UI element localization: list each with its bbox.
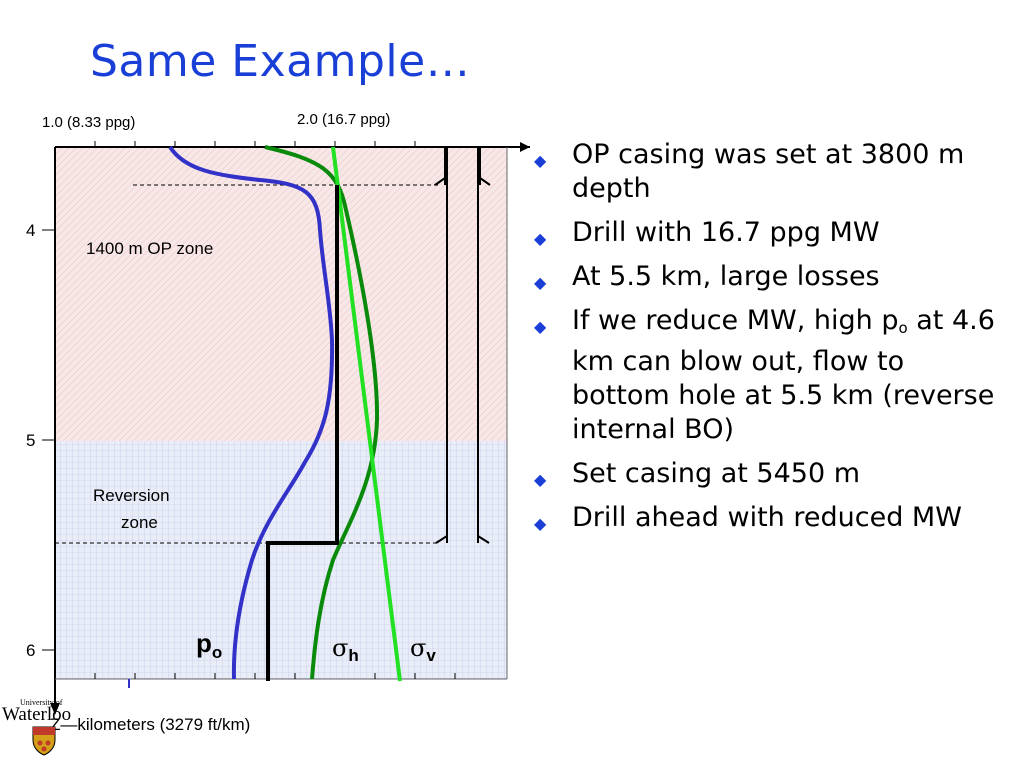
- po-pore-pressure-curve: [168, 145, 335, 680]
- depth-axis-arrow: [50, 703, 60, 715]
- sigma-v-label: σv: [410, 634, 436, 665]
- op-zone-label: 1400 m OP zone: [86, 239, 213, 258]
- bullet-item: ◆If we reduce MW, high po at 4.6 km can …: [534, 305, 995, 445]
- top-tick-label-1: 1.0 (8.33 ppg): [42, 114, 135, 131]
- reversion-zone-label-line1: Reversion: [93, 486, 170, 505]
- diamond-bullet-icon: ◆: [534, 151, 547, 170]
- top-tick-label-2: 2.0 (16.7 ppg): [297, 111, 390, 128]
- depth-tick-label-5: 5: [26, 431, 35, 450]
- bullet-item: ◆At 5.5 km, large losses: [534, 260, 1004, 294]
- top-ticks: [94, 141, 416, 147]
- diamond-bullet-icon: ◆: [534, 470, 547, 489]
- depth-tick-label-6: 6: [26, 641, 35, 660]
- po-label: po: [196, 628, 222, 662]
- pressure-depth-diagram: 1.0 (8.33 ppg) 2.0 (16.7 ppg) 4 5 6 1400…: [26, 111, 530, 734]
- bullet-item: ◆Drill ahead with reduced MW: [534, 501, 1004, 535]
- sigma-h-label: σh: [332, 634, 359, 665]
- crest-icon: [32, 726, 56, 756]
- reversion-zone-label-line2: zone: [121, 513, 158, 532]
- casing-strings: [434, 147, 491, 544]
- depth-tick-label-4: 4: [26, 221, 35, 240]
- logo-name: Waterloo: [2, 704, 72, 725]
- bullet-list: ◆OP casing was set at 3800 m depth ◆Dril…: [534, 138, 1004, 545]
- sigma-v-line: [331, 146, 402, 682]
- diamond-bullet-icon: ◆: [534, 273, 547, 292]
- bullet-item: ◆Drill with 16.7 ppg MW: [534, 216, 1004, 250]
- slide-title: Same Example…: [90, 36, 471, 87]
- diamond-bullet-icon: ◆: [534, 229, 547, 248]
- top-axis-arrow: [520, 142, 530, 152]
- diamond-bullet-icon: ◆: [534, 514, 547, 533]
- diamond-bullet-icon: ◆: [534, 317, 547, 336]
- op-zone-fill: [55, 147, 507, 441]
- mud-weight-profile: [266, 185, 339, 681]
- university-logo: University of Waterloo: [2, 698, 82, 762]
- bullet-item: ◆OP casing was set at 3800 m depth: [534, 139, 965, 204]
- reversion-zone-fill: [55, 441, 507, 679]
- bottom-ticks: [94, 673, 456, 679]
- logo-university-of: University of: [20, 698, 63, 707]
- depth-axis-label: Z—kilometers (3279 ft/km): [50, 715, 250, 734]
- bullet-item: ◆Set casing at 5450 m: [534, 457, 1004, 491]
- depth-ticks: [42, 229, 55, 651]
